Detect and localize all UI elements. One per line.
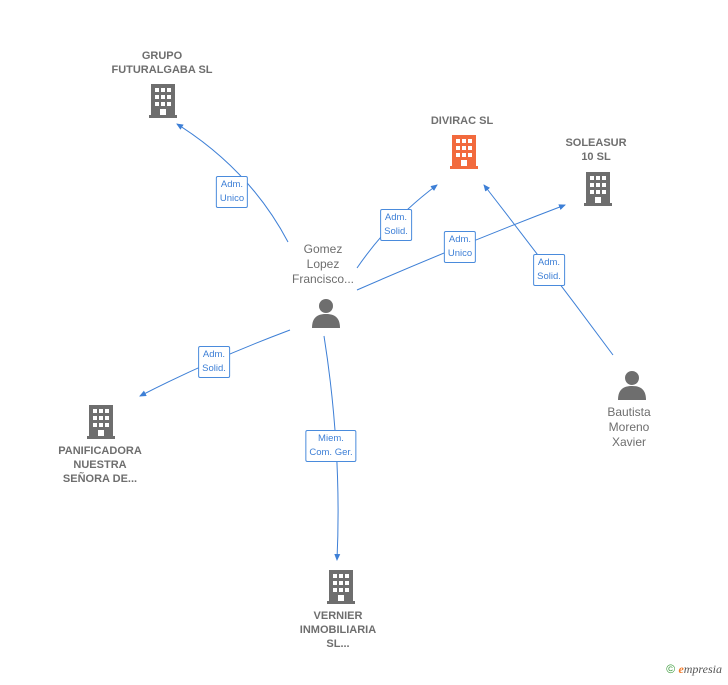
- edge-label-gomez-vernier: Miem. Com. Ger.: [305, 430, 357, 462]
- edges: [139, 123, 614, 561]
- node-vernier-label[interactable]: VERNIER INMOBILIARIA SL...: [299, 610, 377, 650]
- empresia-logo[interactable]: empresia: [678, 662, 722, 676]
- footer-copyright: © empresia: [666, 662, 722, 677]
- edge-label-gomez-grupo: Adm. Unico: [215, 176, 249, 208]
- node-bautista-icon[interactable]: [618, 371, 646, 400]
- node-panificadora-icon[interactable]: [87, 405, 115, 439]
- node-divirac-icon[interactable]: [450, 135, 478, 169]
- node-vernier-icon[interactable]: [327, 570, 355, 604]
- node-grupo-label[interactable]: GRUPO FUTURALGABA SL: [111, 50, 213, 76]
- node-soleasur-icon[interactable]: [584, 172, 612, 206]
- node-soleasur-label[interactable]: SOLEASUR 10 SL: [565, 137, 627, 163]
- node-gomez-icon[interactable]: [312, 299, 340, 328]
- node-panificadora-label[interactable]: PANIFICADORA NUESTRA SEÑORA DE...: [58, 445, 142, 485]
- edge-label-gomez-panificadora: Adm. Solid.: [198, 346, 230, 378]
- edge-label-gomez-divirac: Adm. Solid.: [380, 209, 412, 241]
- node-gomez-label[interactable]: Gomez Lopez Francisco...: [291, 242, 355, 286]
- copyright-symbol: ©: [666, 662, 676, 676]
- node-bautista-label[interactable]: Bautista Moreno Xavier: [607, 405, 651, 449]
- node-grupo-icon[interactable]: [149, 84, 177, 118]
- edge-label-gomez-soleasur: Adm. Unico: [443, 231, 477, 263]
- node-divirac-label[interactable]: DIVIRAC SL: [430, 115, 494, 127]
- edge-label-bautista-divirac: Adm. Solid.: [533, 254, 565, 286]
